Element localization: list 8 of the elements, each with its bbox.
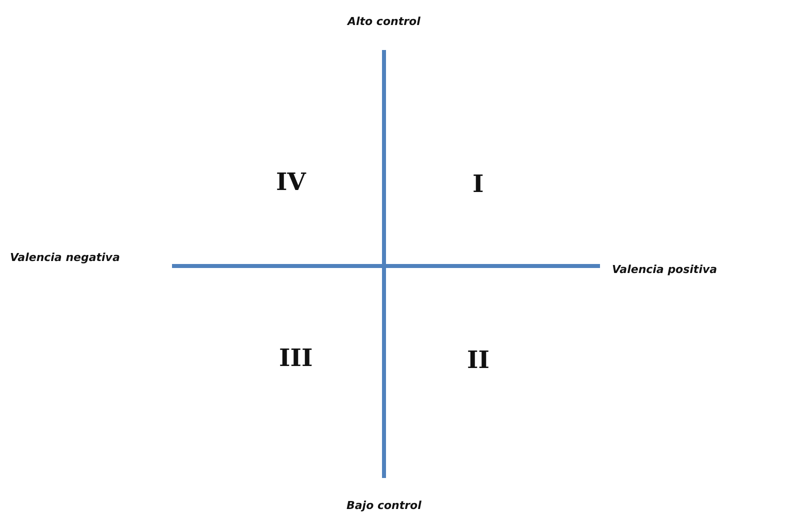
quadrant-number: III (279, 346, 313, 370)
axis-label: Valencia negativa (10, 252, 120, 263)
axis-label: Alto control (348, 16, 420, 27)
axis-label: Bajo control (346, 500, 422, 511)
axis-label: Valencia positiva (612, 264, 718, 275)
quadrant-number: I (472, 172, 484, 196)
quadrant-number: IV (276, 170, 306, 194)
quadrant-number: II (467, 348, 490, 372)
